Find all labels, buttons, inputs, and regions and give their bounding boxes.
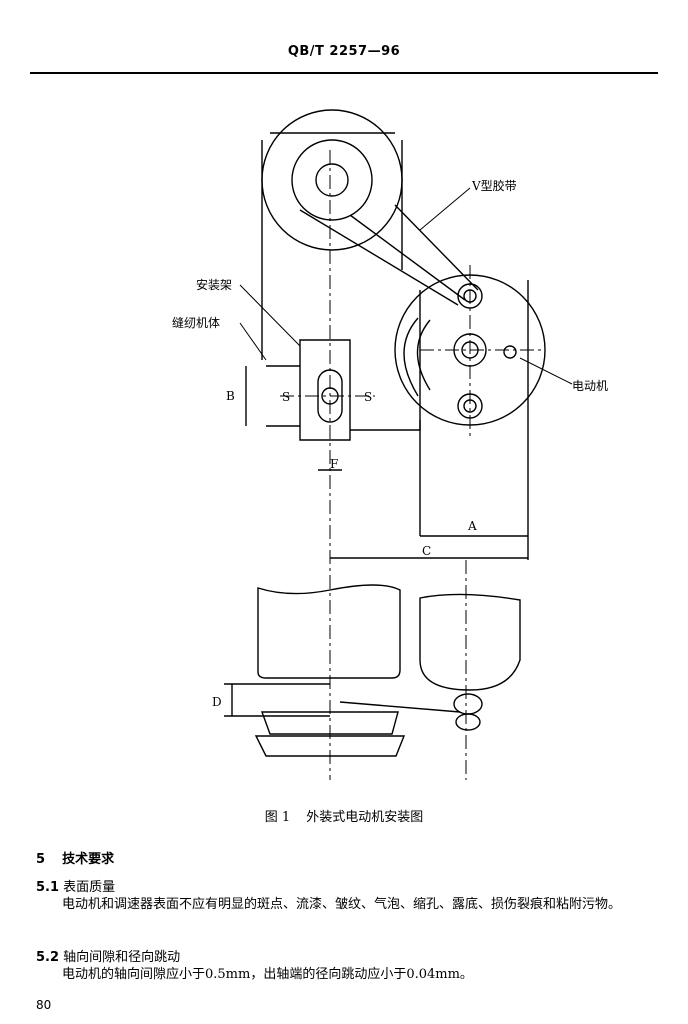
label-mount: 安装架 (196, 277, 232, 292)
label-dim-f: F (330, 457, 338, 471)
section-number: 5.1 (36, 880, 60, 895)
section-5-heading: 5 技术要求 (36, 848, 114, 867)
figure-caption: 图 1 外装式电动机安装图 (0, 806, 688, 825)
page-header: QB/T 2257—96 (287, 44, 401, 59)
mount-bracket (299, 339, 351, 441)
section-number: 5 (36, 852, 46, 867)
section-5-1-body: 电动机和调速器表面不应有明显的斑点、流漆、皱纹、气泡、缩孔、露底、损伤裂痕和粘附… (62, 897, 622, 912)
installation-figure: V型胶带 安装架 缝纫机体 电动机 A B C D F S S (172, 109, 608, 780)
label-machine-body: 缝纫机体 (172, 315, 220, 330)
label-s-left: S (282, 390, 290, 404)
header-rule (30, 72, 658, 74)
section-5-2-heading: 5.2 轴向间隙和径向跳动 (36, 946, 180, 965)
label-dim-b: B (226, 389, 235, 403)
section-5-2-body: 电动机的轴向间隙应小于0.5mm，出轴端的径向跳动应小于0.04mm。 (62, 967, 473, 982)
label-motor: 电动机 (572, 379, 608, 393)
label-dim-c: C (422, 544, 431, 558)
section-title: 轴向间隙和径向跳动 (63, 950, 181, 965)
machine-head (257, 584, 401, 679)
label-dim-a: A (467, 519, 477, 533)
section-title: 表面质量 (63, 880, 116, 895)
label-s-right: S (364, 390, 372, 404)
section-title: 技术要求 (62, 852, 115, 867)
section-number: 5.2 (36, 950, 60, 965)
v-belt (299, 209, 459, 306)
lower-pulley (261, 711, 399, 735)
label-vbelt: V型胶带 (471, 178, 517, 193)
caption-number: 图 1 (264, 810, 291, 825)
label-dim-d: D (212, 695, 222, 709)
caption-text: 外装式电动机安装图 (306, 810, 424, 825)
section-5-1-heading: 5.1 表面质量 (36, 876, 115, 895)
page-number: 80 (36, 998, 52, 1012)
